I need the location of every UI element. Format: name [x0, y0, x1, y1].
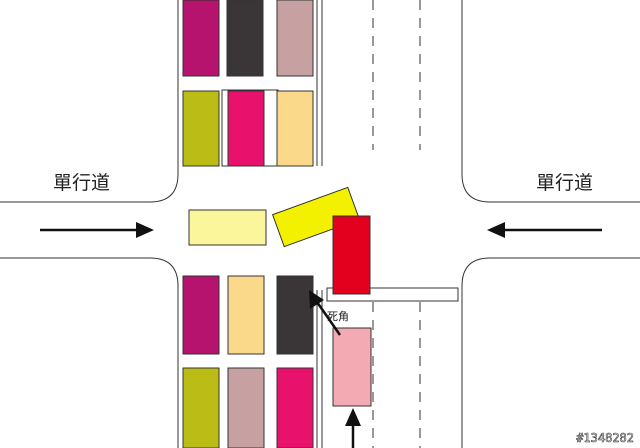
car-bottom-rose [227, 367, 265, 448]
parked-cars-bottom [182, 275, 314, 448]
moving-vehicles [188, 186, 372, 407]
arrow-up-icon [345, 408, 361, 448]
car-bottom-magenta [182, 275, 220, 355]
one-way-label-right: 單行道 [536, 172, 593, 194]
car-top-magenta [182, 0, 220, 77]
car-bottom-olive [182, 367, 220, 448]
road-edge-top-right [461, 0, 640, 203]
road-edge-top-left [0, 0, 179, 203]
blind-spot-arrow-icon [309, 290, 342, 336]
parked-cars-top [182, 0, 314, 167]
car-red [332, 215, 371, 295]
one-way-label-left: 單行道 [53, 172, 110, 194]
road-edge-bottom-right [461, 257, 640, 448]
lane-dashes [372, 0, 421, 448]
car-bottom-orange [227, 275, 265, 355]
arrow-right-icon [40, 222, 154, 238]
watermark: #1348282 [576, 431, 634, 445]
car-bottom-hotpink [276, 367, 314, 448]
car-pale-yellow [188, 209, 267, 246]
car-bottom-darkgray [276, 275, 314, 355]
car-top-hotpink [227, 90, 265, 167]
car-top-olive [182, 90, 220, 167]
car-light-pink [332, 327, 372, 407]
car-top-rose [276, 0, 314, 77]
car-top-darkgray [226, 0, 264, 77]
car-top-orange [276, 90, 314, 167]
arrow-left-icon [487, 222, 602, 238]
arrows [40, 222, 602, 448]
car-yellow-turning [271, 186, 361, 248]
blind-spot-label: 死角 [327, 310, 349, 323]
road-edge-bottom-left [0, 257, 179, 448]
